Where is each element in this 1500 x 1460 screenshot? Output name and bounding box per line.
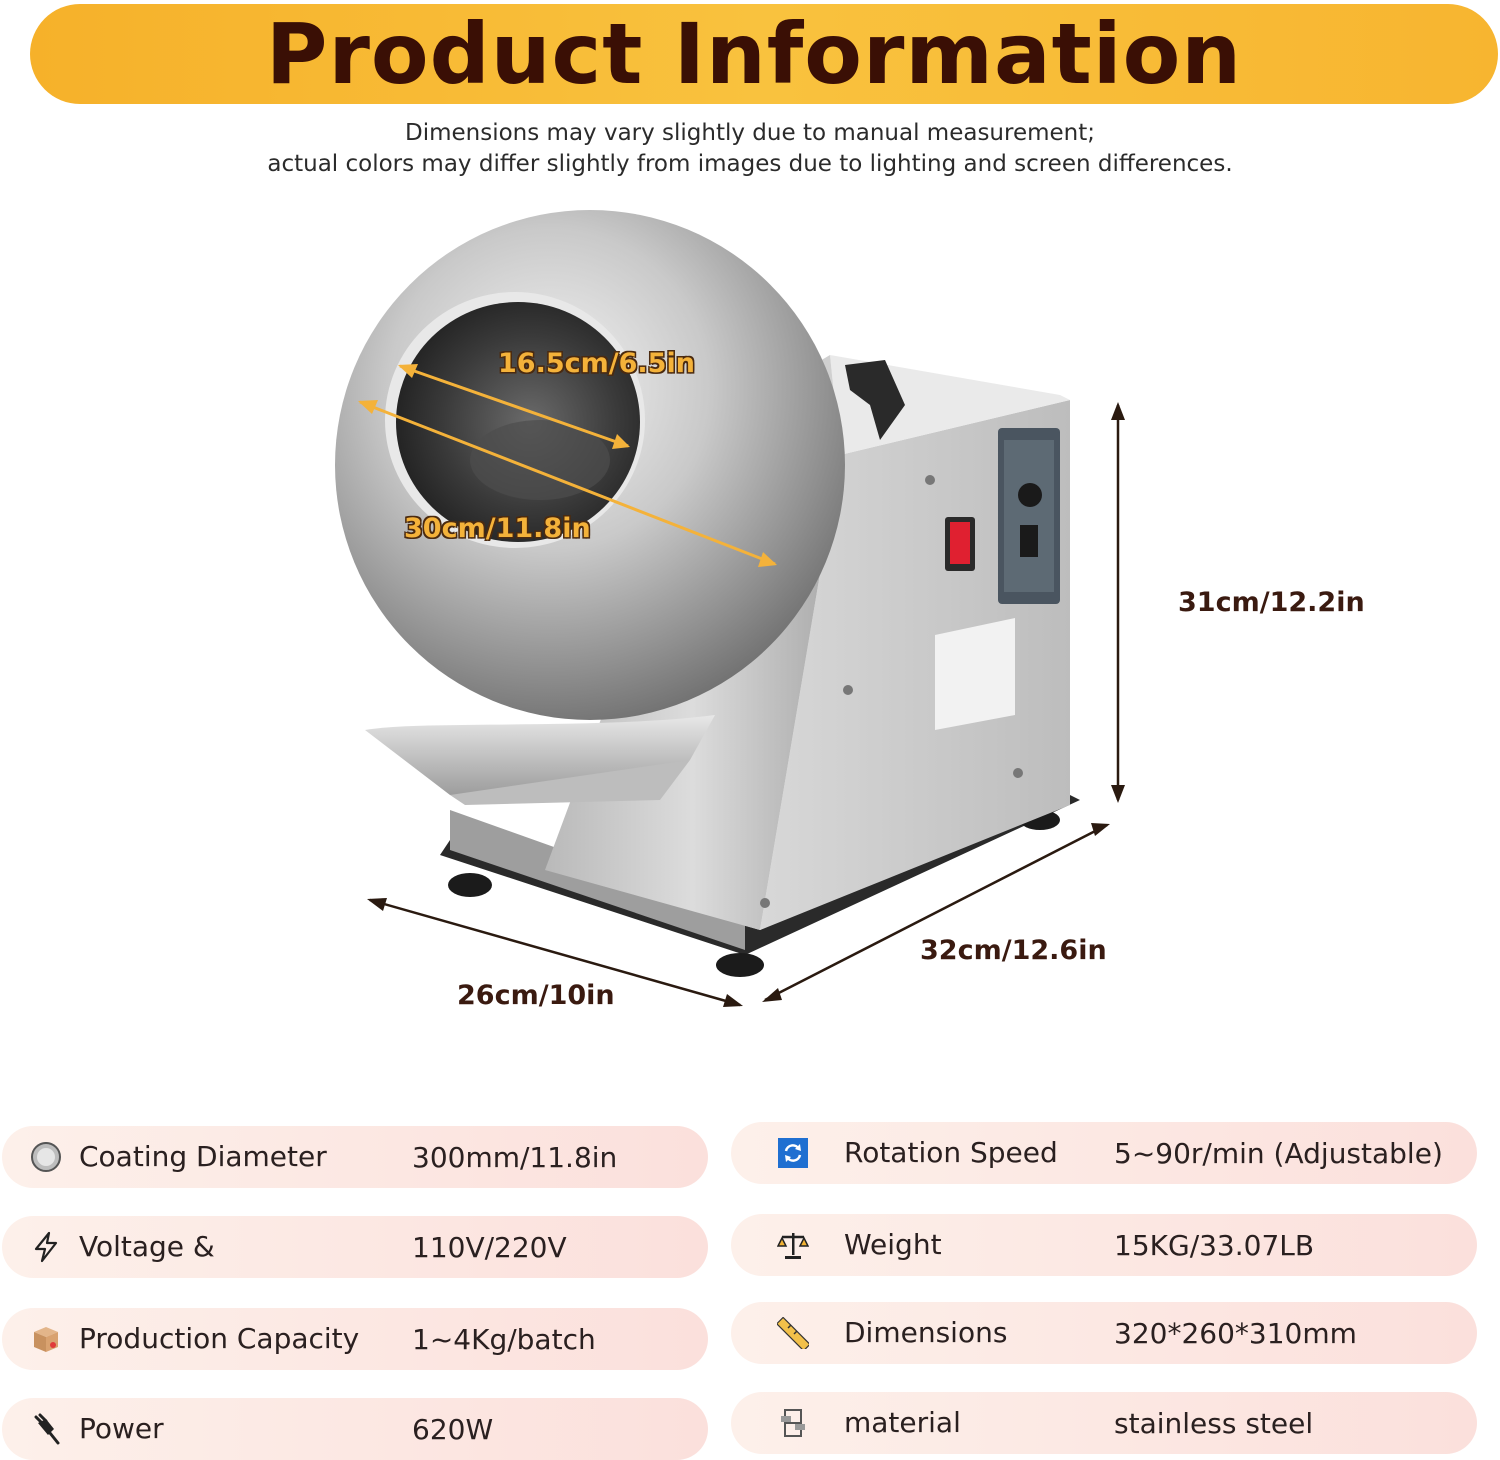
spec-power: Power 620W [2,1398,708,1460]
spec-value: stainless steel [1114,1407,1314,1440]
coating-pan [335,210,845,720]
spec-voltage: Voltage & 110V/220V [2,1216,708,1278]
spec-label: Production Capacity [79,1322,360,1355]
plug-icon [30,1413,62,1445]
spec-value: 620W [412,1413,494,1446]
box-icon [30,1323,62,1355]
spec-value: 1~4Kg/batch [412,1323,596,1356]
page-title: Product Information [265,5,1243,103]
spec-value: 15KG/33.07LB [1114,1229,1315,1262]
spec-value: 5~90r/min (Adjustable) [1114,1137,1443,1170]
rotation-icon [777,1137,809,1169]
product-image [335,210,1125,1007]
output-tray [365,715,715,805]
spec-rotation-speed: Rotation Speed 5~90r/min (Adjustable) [731,1122,1477,1184]
notice-line-2: actual colors may differ slightly from i… [267,151,1233,177]
pan-dimension-arrows [358,364,777,567]
circle-icon [30,1141,62,1173]
spec-label: Rotation Speed [844,1136,1058,1169]
header-banner: Product Information [30,4,1498,104]
machine-dimension-arrows [367,402,1125,1007]
spec-label: Dimensions [844,1316,1008,1349]
dimension-width: 26cm/10in [457,980,615,1011]
spec-value: 320*260*310mm [1114,1317,1357,1350]
spec-coating-diameter: Coating Diameter 300mm/11.8in [2,1126,708,1188]
lightning-icon [30,1231,62,1263]
spec-material: material stainless steel [731,1392,1477,1454]
spec-label: Weight [844,1228,942,1261]
notice-line-1: Dimensions may vary slightly due to manu… [404,120,1096,146]
spec-weight: Weight 15KG/33.07LB [731,1214,1477,1276]
spec-label: Voltage & [79,1230,215,1263]
dimension-height: 31cm/12.2in [1178,587,1365,618]
spec-dimensions: Dimensions 320*260*310mm [731,1302,1477,1364]
spec-value: 300mm/11.8in [412,1141,618,1174]
spec-label: Coating Diameter [79,1140,327,1173]
spec-production-capacity: Production Capacity 1~4Kg/batch [2,1308,708,1370]
ruler-icon [777,1317,809,1349]
spec-value: 110V/220V [412,1231,567,1264]
dimension-pan-diameter: 30cm/11.8in [404,513,591,544]
dimension-inner-opening: 16.5cm/6.5in [498,348,695,379]
spec-label: material [844,1406,961,1439]
spec-label: Power [79,1412,164,1445]
scale-icon [777,1229,809,1261]
dimension-depth: 32cm/12.6in [920,935,1107,966]
material-icon [777,1407,809,1439]
